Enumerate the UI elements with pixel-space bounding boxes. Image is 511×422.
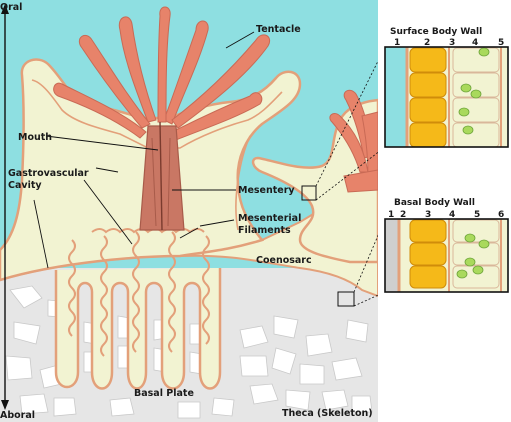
svg-text:6: 6 xyxy=(498,210,504,220)
surface-body-wall-panel xyxy=(385,47,508,147)
label-mouth: Mouth xyxy=(18,132,52,143)
label-tentacle: Tentacle xyxy=(256,24,301,35)
svg-text:4: 4 xyxy=(449,210,455,220)
label-basal-plate: Basal Plate xyxy=(134,388,194,399)
label-cavity: Cavity xyxy=(8,180,42,191)
svg-text:2: 2 xyxy=(424,38,430,48)
label-mesenterial: Mesenterial xyxy=(238,213,301,224)
svg-text:3: 3 xyxy=(425,210,431,220)
surface-panel-title: Surface Body Wall xyxy=(390,27,482,37)
basal-body-wall-panel xyxy=(385,219,508,292)
svg-text:1: 1 xyxy=(394,38,400,48)
label-oral: Oral xyxy=(0,2,22,13)
svg-text:3: 3 xyxy=(449,38,455,48)
svg-text:2: 2 xyxy=(400,210,406,220)
basal-panel-title: Basal Body Wall xyxy=(394,198,475,208)
label-gastrovascular: Gastrovascular xyxy=(8,168,89,179)
label-mesentery: Mesentery xyxy=(238,185,295,196)
label-coenosarc: Coenosarc xyxy=(256,255,312,266)
label-theca: Theca (Skeleton) xyxy=(282,408,373,419)
svg-text:1: 1 xyxy=(388,210,394,220)
svg-text:5: 5 xyxy=(474,210,480,220)
svg-text:4: 4 xyxy=(472,38,478,48)
label-filaments: Filaments xyxy=(238,225,291,236)
svg-text:5: 5 xyxy=(498,38,504,48)
label-aboral: Aboral xyxy=(0,410,35,421)
